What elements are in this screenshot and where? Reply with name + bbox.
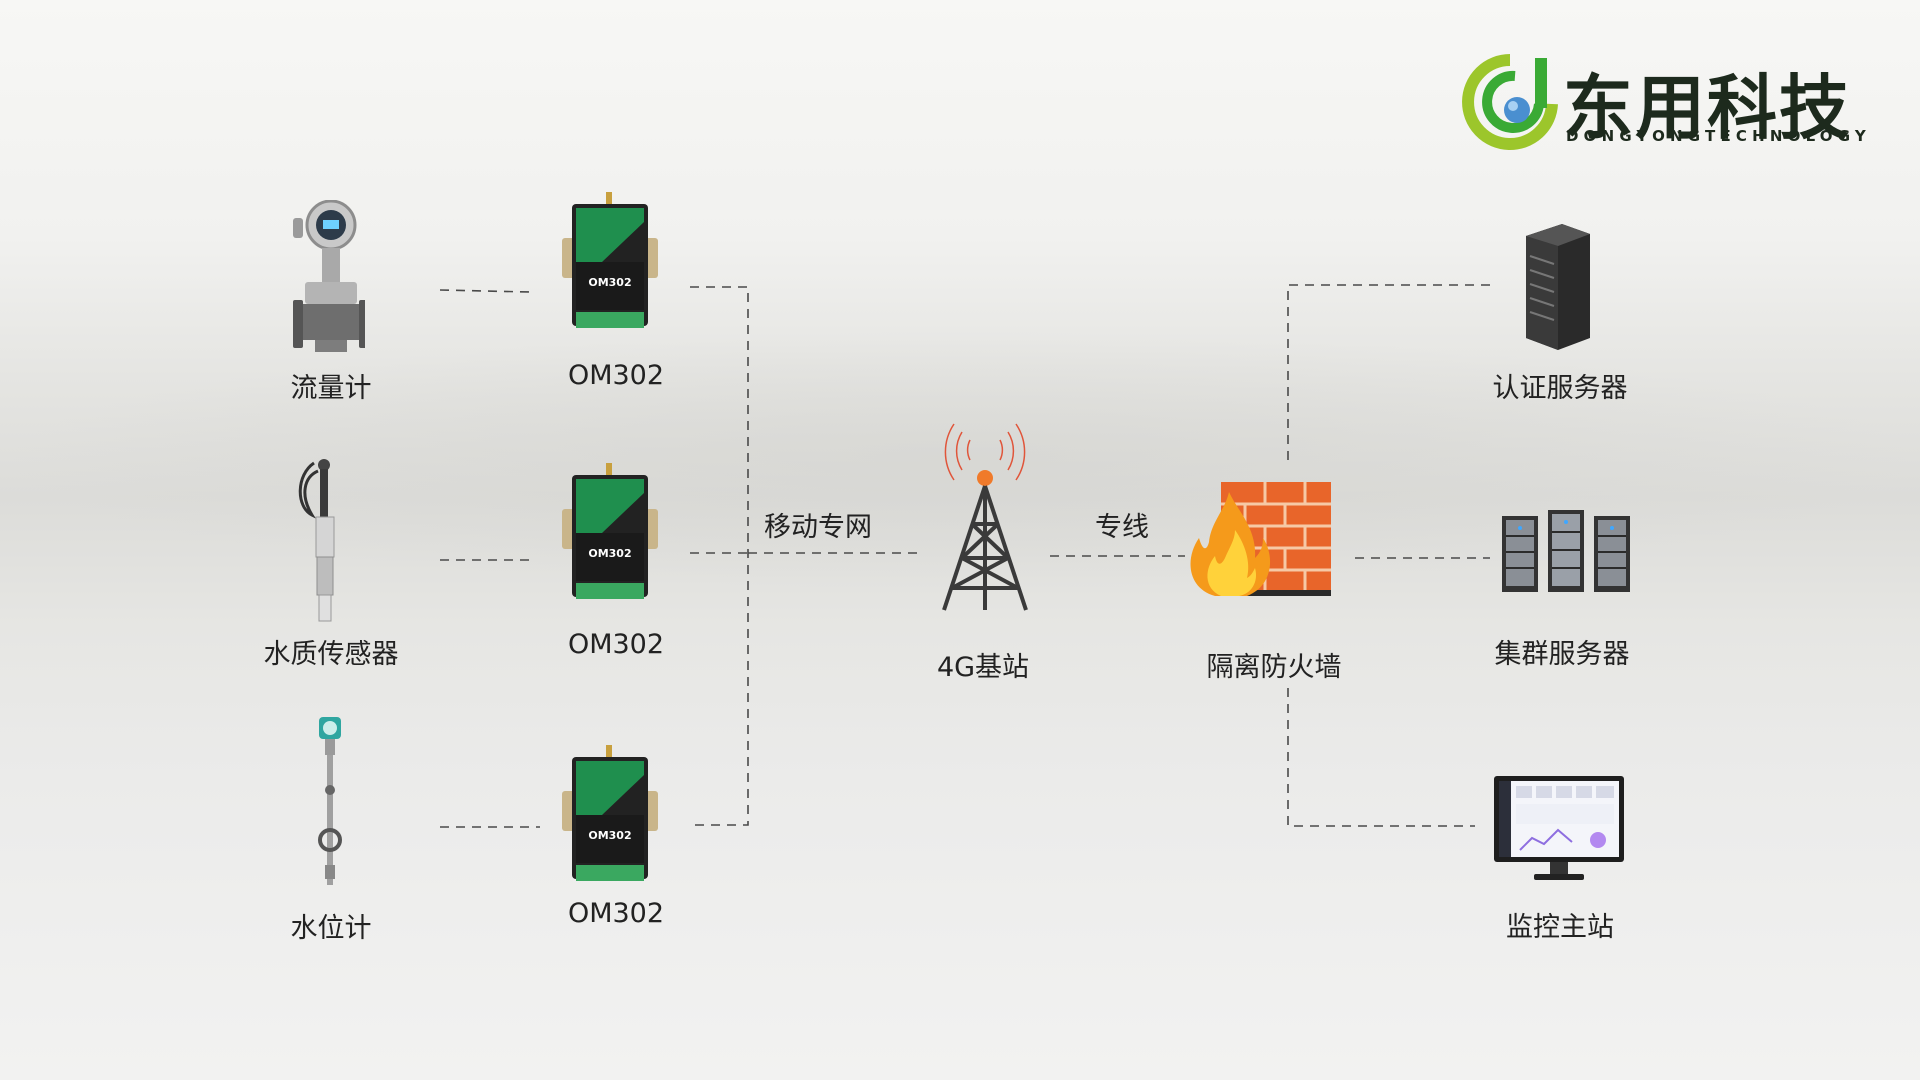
om302-router-icon: OM302 xyxy=(562,192,658,328)
om302-router-icon: OM302 xyxy=(562,463,658,599)
water-level-gauge-icon xyxy=(318,717,342,885)
sensor-label-flowmeter: 流量计 xyxy=(290,373,372,404)
firewall-label: 隔离防火墙 xyxy=(1206,652,1342,683)
device-model-text: OM302 xyxy=(588,547,631,560)
flow-meter-icon xyxy=(293,200,365,352)
firewall-icon xyxy=(1190,482,1331,596)
gateway-label-1: OM302 xyxy=(567,360,665,391)
logo-mark-icon xyxy=(1462,54,1558,150)
gateway-device-3: OM302 xyxy=(562,745,658,899)
gateway-device-1: OM302 xyxy=(562,192,658,346)
logo-name-cn: 东用科技 xyxy=(1563,67,1851,149)
server-label-auth: 认证服务器 xyxy=(1492,373,1628,404)
server-tower-icon xyxy=(1526,224,1590,350)
sensor-label-waterlevel: 水位计 xyxy=(290,913,372,944)
monitor-station-icon xyxy=(1494,776,1624,880)
device-model-text: OM302 xyxy=(588,829,631,842)
device-model-text: OM302 xyxy=(588,276,631,289)
gateway-label-2: OM302 xyxy=(567,629,665,660)
line-firewall-auth xyxy=(1287,284,1490,460)
line-flowmeter-gateway xyxy=(439,289,531,293)
cell-tower-icon xyxy=(942,423,1028,611)
base-station-label: 4G基站 xyxy=(936,652,1030,683)
water-quality-sensor-icon xyxy=(298,459,335,622)
line-gateway1-bus xyxy=(690,286,749,826)
logo-name-en: DONGYONGTECHNOLOGY xyxy=(1566,127,1871,145)
sensor-label-waterquality: 水质传感器 xyxy=(263,639,399,670)
server-label-cluster: 集群服务器 xyxy=(1494,639,1630,670)
om302-router-icon: OM302 xyxy=(562,745,658,881)
link-label-mobile-network: 移动专网 xyxy=(764,512,872,543)
link-label-dedicated-line: 专线 xyxy=(1095,512,1149,543)
server-label-monitor: 监控主站 xyxy=(1506,912,1614,943)
gateway-device-2: OM302 xyxy=(562,463,658,617)
server-cluster-icon xyxy=(1502,510,1630,592)
line-firewall-monitor xyxy=(1287,688,1475,827)
gateway-label-3: OM302 xyxy=(567,898,665,929)
